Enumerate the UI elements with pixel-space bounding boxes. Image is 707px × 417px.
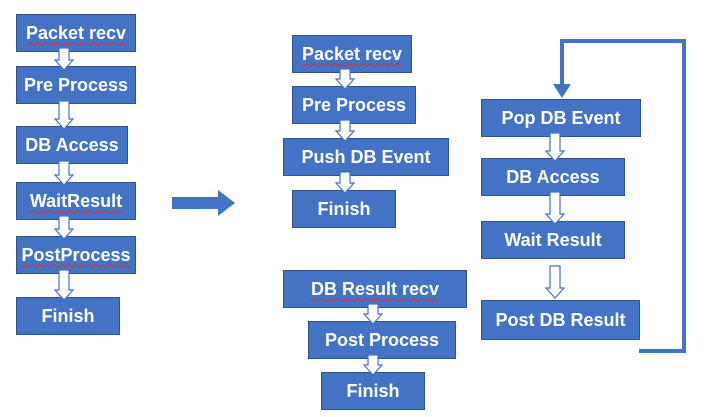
step-wait-result: Wait Result <box>481 221 625 259</box>
step-label: WaitResult <box>29 190 123 211</box>
step-pre-process: Pre Process <box>16 66 136 104</box>
step-label: DB Result recv <box>310 278 440 299</box>
down-arrow-icon <box>362 303 384 325</box>
step-wait-result: WaitResult <box>16 182 136 220</box>
down-arrow-icon <box>362 354 384 376</box>
step-label: PostProcess <box>21 244 131 265</box>
down-arrow-icon <box>334 68 356 90</box>
down-arrow-icon <box>544 265 566 299</box>
step-label: DB Access <box>506 166 600 187</box>
step-label: Finish <box>41 305 95 326</box>
down-arrow-icon <box>334 171 356 194</box>
step-post-db-result: Post DB Result <box>481 300 640 340</box>
down-arrow-icon <box>53 215 75 240</box>
down-arrow-icon <box>53 160 75 186</box>
step-label: Push DB Event <box>301 146 431 167</box>
step-db-access: DB Access <box>16 126 128 164</box>
down-arrow-icon <box>53 47 75 71</box>
loop-line <box>560 39 686 353</box>
down-arrow-icon <box>334 119 356 142</box>
step-packet-recv: Packet recv <box>16 14 136 52</box>
step-db-result-recv: DB Result recv <box>283 270 467 308</box>
step-pop-db-event: Pop DB Event <box>481 99 641 137</box>
step-post-process: PostProcess <box>16 236 136 274</box>
step-label: DB Access <box>25 134 119 155</box>
step-label: Finish <box>346 380 400 401</box>
right-arrow-icon <box>172 190 235 216</box>
down-arrow-icon <box>544 191 566 225</box>
step-finish: Finish <box>292 190 396 228</box>
step-label: Wait Result <box>504 229 602 250</box>
step-label: Pre Process <box>23 74 129 95</box>
loop-arrowhead <box>553 84 571 98</box>
down-arrow-icon <box>53 100 75 130</box>
step-label: Post DB Result <box>495 309 626 330</box>
step-pre-process: Pre Process <box>292 86 416 124</box>
step-label: Pre Process <box>301 94 407 115</box>
step-label: Packet recv <box>25 22 127 43</box>
step-label: Packet recv <box>301 43 403 64</box>
step-post-process: Post Process <box>308 321 456 359</box>
step-db-access: DB Access <box>481 158 625 196</box>
step-label: Finish <box>317 198 371 219</box>
down-arrow-icon <box>544 132 566 162</box>
down-arrow-icon <box>53 269 75 301</box>
step-push-db-event: Push DB Event <box>283 138 449 176</box>
step-packet-recv: Packet recv <box>292 35 412 73</box>
step-label: Post Process <box>324 329 440 350</box>
step-finish: Finish <box>16 297 120 335</box>
step-label: Pop DB Event <box>501 107 621 128</box>
step-finish: Finish <box>321 372 425 410</box>
